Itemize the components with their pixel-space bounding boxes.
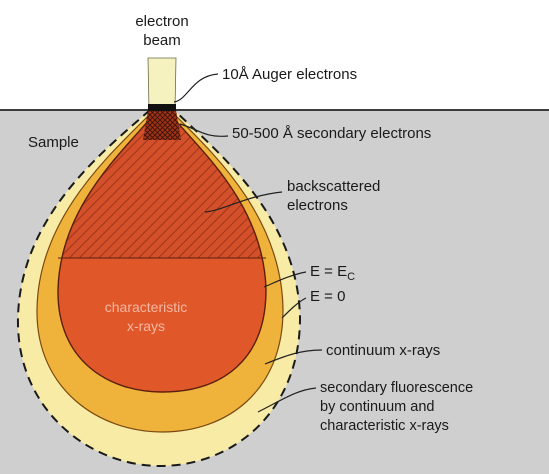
- auger-electron-band: [148, 104, 176, 111]
- beam-label-line1: electron: [135, 13, 188, 30]
- characteristic-label-line2: x-rays: [127, 318, 165, 334]
- continuum-label: continuum x-rays: [326, 342, 440, 359]
- fluorescence-label-line3: characteristic x-rays: [320, 418, 449, 434]
- sample-label: Sample: [28, 134, 79, 151]
- fluorescence-label-line2: by continuum and: [320, 399, 434, 415]
- auger-leader: [174, 74, 218, 102]
- fluorescence-label-line1: secondary fluorescence: [320, 380, 473, 396]
- backscattered-label-line1: backscattered: [287, 178, 380, 195]
- auger-label: 10Å Auger electrons: [222, 66, 357, 83]
- characteristic-label-line1: characteristic: [105, 299, 187, 315]
- e-zero-label: E = 0: [310, 288, 345, 305]
- e-ec-label-subscript: C: [347, 271, 355, 283]
- beam-label-line2: beam: [143, 32, 181, 49]
- secondary-electron-zone: [143, 110, 181, 140]
- secondary-label: 50-500 Å secondary electrons: [232, 125, 431, 142]
- electron-beam: [148, 58, 176, 110]
- e-ec-label-main: E = E: [310, 263, 347, 280]
- backscattered-label-line2: electrons: [287, 197, 348, 214]
